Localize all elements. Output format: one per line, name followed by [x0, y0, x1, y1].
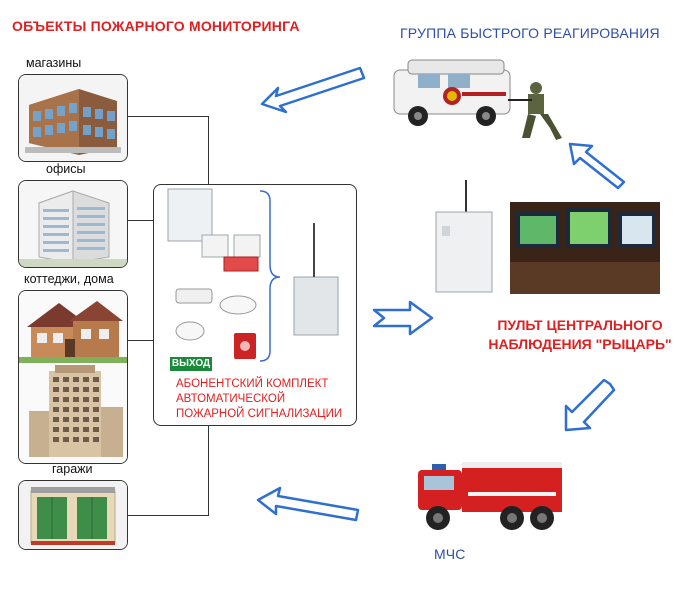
cottage-house-image — [19, 291, 127, 463]
offices-box — [18, 180, 128, 268]
objects-title: ОБЪЕКТЫ ПОЖАРНОГО МОНИТОРИНГА — [12, 18, 300, 34]
arrow-center-to-response — [568, 142, 626, 190]
label-offices: офисы — [46, 162, 86, 176]
garages-box — [18, 480, 128, 550]
arrow-emergency-to-objects — [256, 486, 360, 522]
label-garages: гаражи — [52, 462, 93, 476]
arrow-center-to-emergency — [564, 378, 616, 432]
central-monitoring-line2: НАБЛЮДЕНИЯ "РЫЦАРЬ" — [488, 336, 672, 352]
exit-sign: ВЫХОД — [170, 357, 212, 371]
exit-sign-label: ВЫХОД — [171, 358, 211, 369]
cottages-box — [18, 290, 128, 464]
connector-offices — [127, 220, 153, 221]
central-monitoring-caption: ПУЛЬТ ЦЕНТРАЛЬНОГО НАБЛЮДЕНИЯ "РЫЦАРЬ" — [470, 316, 690, 354]
monitoring-station-image — [510, 202, 660, 294]
shop-building-image — [19, 75, 127, 161]
kit-caption-line1: АБОНЕНТСКИЙ КОМПЛЕКТ — [176, 378, 329, 390]
shops-box — [18, 74, 128, 162]
connector-cottages — [127, 340, 153, 341]
central-monitoring-line1: ПУЛЬТ ЦЕНТРАЛЬНОГО — [497, 317, 663, 333]
fire-truck-image — [418, 462, 562, 530]
kit-devices-image — [167, 188, 339, 362]
kit-caption-line2: АВТОМАТИЧЕСКОЙ — [176, 393, 286, 405]
kit-caption-line3: ПОЖАРНОЙ СИГНАЛИЗАЦИИ — [176, 408, 343, 420]
response-group-title: ГРУППА БЫСТРОГО РЕАГИРОВАНИЯ — [400, 25, 660, 41]
garage-image — [19, 481, 127, 549]
arrow-response-to-objects — [260, 66, 366, 114]
office-building-image — [19, 181, 127, 267]
label-shops: магазины — [26, 56, 82, 70]
label-cottages: коттеджи, дома — [24, 272, 114, 286]
kit-caption: АБОНЕНТСКИЙ КОМПЛЕКТ АВТОМАТИЧЕСКОЙ ПОЖА… — [176, 377, 354, 422]
central-panel-device-image — [435, 180, 493, 293]
arrow-kit-to-center — [372, 300, 434, 336]
connector-garages — [127, 515, 209, 516]
subscriber-kit-box: ВЫХОД АБОНЕНТСКИЙ КОМПЛЕКТ АВТОМАТИЧЕСКО… — [153, 184, 357, 426]
apartment-tower-image — [29, 365, 123, 457]
connector-shops — [127, 116, 209, 117]
response-vehicle-image — [393, 59, 562, 140]
emergency-label: МЧС — [434, 546, 466, 562]
